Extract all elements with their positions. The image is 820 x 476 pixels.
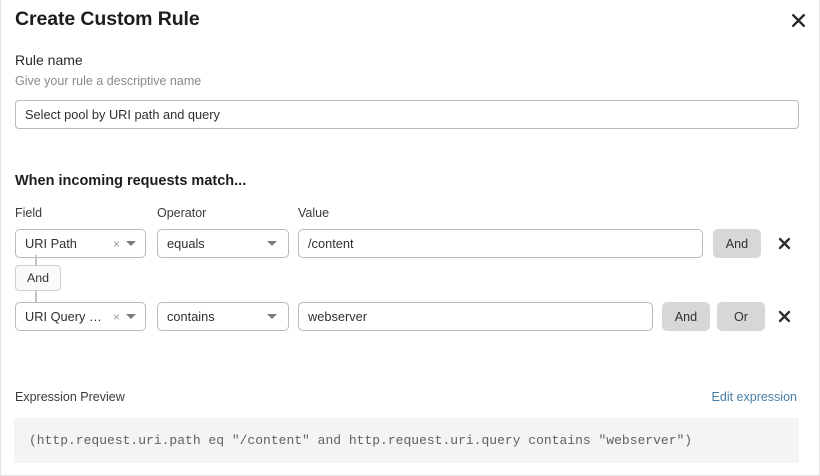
connector-line-top: [35, 255, 37, 265]
value-input-1[interactable]: [298, 229, 703, 258]
condition-connector: And: [1, 255, 121, 302]
connector-line-bottom: [35, 291, 37, 302]
close-icon[interactable]: [785, 7, 811, 33]
rule-name-input[interactable]: [15, 100, 799, 129]
chevron-down-icon: [267, 241, 277, 246]
operator-select-2[interactable]: contains: [157, 302, 289, 331]
expression-preview-text: (http.request.uri.path eq "/content" and…: [29, 433, 693, 448]
condition-row: URI Path × equals And: [1, 229, 820, 258]
expression-preview-label: Expression Preview: [15, 390, 125, 404]
column-label-value: Value: [298, 206, 330, 220]
column-label-operator: Operator: [157, 206, 207, 220]
chevron-down-icon: [126, 314, 136, 319]
operator-select-2-value: contains: [167, 309, 215, 324]
field-select-1-value: URI Path: [25, 236, 77, 251]
chevron-down-icon: [126, 241, 136, 246]
clear-field-icon[interactable]: ×: [112, 236, 120, 251]
connector-and-badge[interactable]: And: [15, 265, 62, 291]
edit-expression-link[interactable]: Edit expression: [711, 390, 797, 404]
delete-glyph: [778, 237, 790, 250]
operator-select-1[interactable]: equals: [157, 229, 289, 258]
and-button-2[interactable]: And: [662, 302, 710, 331]
field-select-2-value: URI Query St...: [25, 309, 105, 324]
clear-field-icon[interactable]: ×: [112, 309, 120, 324]
close-glyph: [791, 13, 805, 27]
rule-name-label: Rule name: [15, 52, 83, 68]
match-section-heading: When incoming requests match...: [15, 173, 247, 189]
delete-glyph: [778, 310, 790, 323]
expression-preview-box: (http.request.uri.path eq "/content" and…: [14, 418, 799, 463]
chevron-down-icon: [267, 314, 277, 319]
dialog-title: Create Custom Rule: [15, 8, 200, 30]
value-input-2[interactable]: [298, 302, 653, 331]
delete-condition-icon-2[interactable]: [771, 302, 797, 331]
field-select-1[interactable]: URI Path ×: [15, 229, 146, 258]
rule-name-help-text: Give your rule a descriptive name: [15, 74, 202, 88]
and-button-1[interactable]: And: [713, 229, 761, 258]
operator-select-1-value: equals: [167, 236, 205, 251]
column-label-field: Field: [15, 206, 43, 220]
condition-row: URI Query St... × contains And Or: [1, 302, 820, 331]
or-button-2[interactable]: Or: [717, 302, 765, 331]
field-select-2[interactable]: URI Query St... ×: [15, 302, 146, 331]
delete-condition-icon-1[interactable]: [771, 229, 797, 258]
